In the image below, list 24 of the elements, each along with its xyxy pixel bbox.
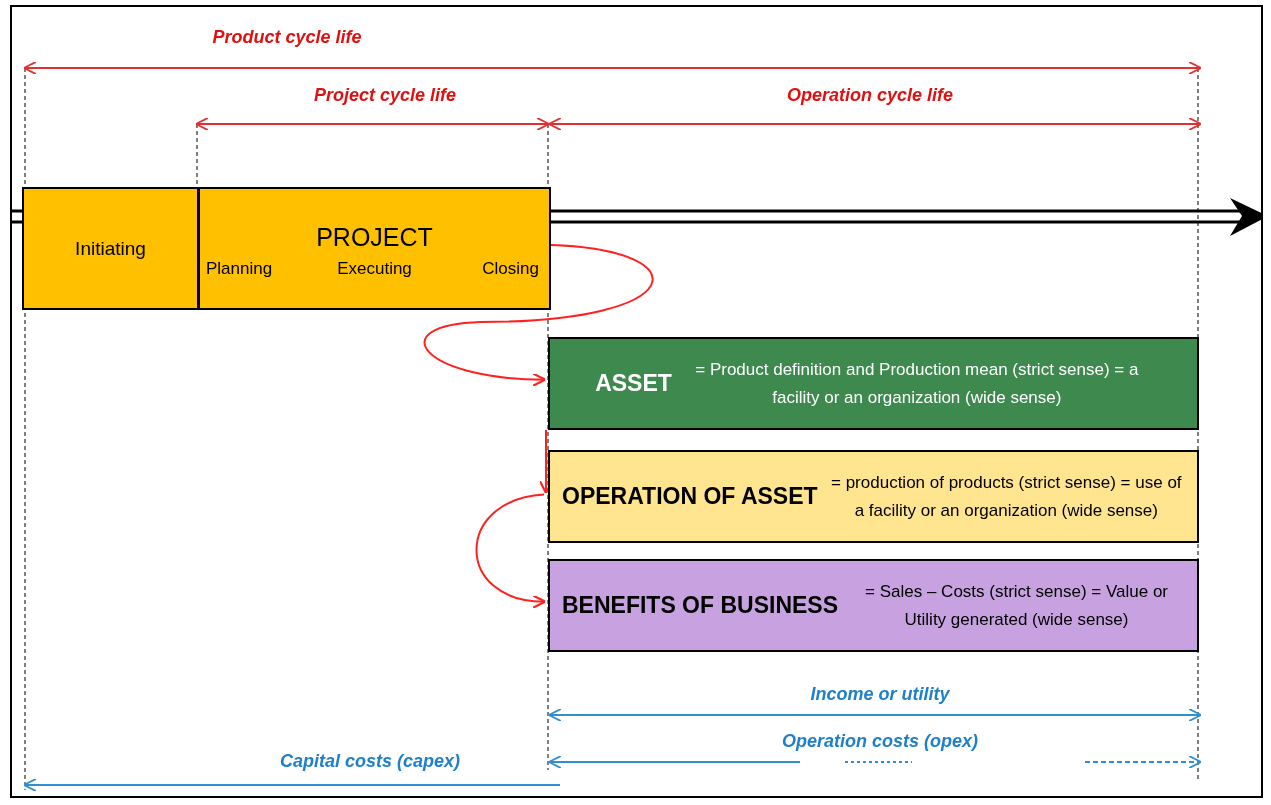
span-label: Operation cycle life (786, 85, 954, 106)
phase-label: Planning (206, 259, 273, 279)
box-title: BENEFITS OF BUSINESS (562, 592, 839, 619)
box-description: = Product definition and Production mean (strict sense) = a facility or an organization (wide sense) (694, 359, 1140, 409)
span-label: Project cycle life (313, 85, 457, 106)
curved-arrow (423, 244, 654, 387)
box-title: PROJECT (315, 223, 434, 252)
phase-label: Executing (337, 259, 412, 279)
curved-arrow (475, 493, 547, 608)
box-description: = Sales – Costs (strict sense) = Value or Utility generated (wide sense) (864, 581, 1169, 631)
phase-box (22, 187, 199, 310)
box-description: = production of products (strict sense) = use of a facility or an organization (wide sense) (830, 472, 1183, 522)
span-label: Income or utility (810, 684, 950, 705)
box-title: ASSET (595, 370, 672, 397)
benefits-box (548, 559, 1199, 652)
phase-label: Initiating (75, 237, 146, 260)
operation-box (548, 450, 1199, 543)
project-box (198, 187, 551, 310)
box-title: OPERATION OF ASSET (562, 483, 818, 510)
span-label: Capital costs (capex) (279, 751, 461, 772)
phase-label: Closing (482, 259, 539, 279)
asset-box (548, 337, 1199, 430)
span-label: Operation costs (opex) (782, 731, 978, 752)
span-label: Product cycle life (212, 27, 362, 48)
